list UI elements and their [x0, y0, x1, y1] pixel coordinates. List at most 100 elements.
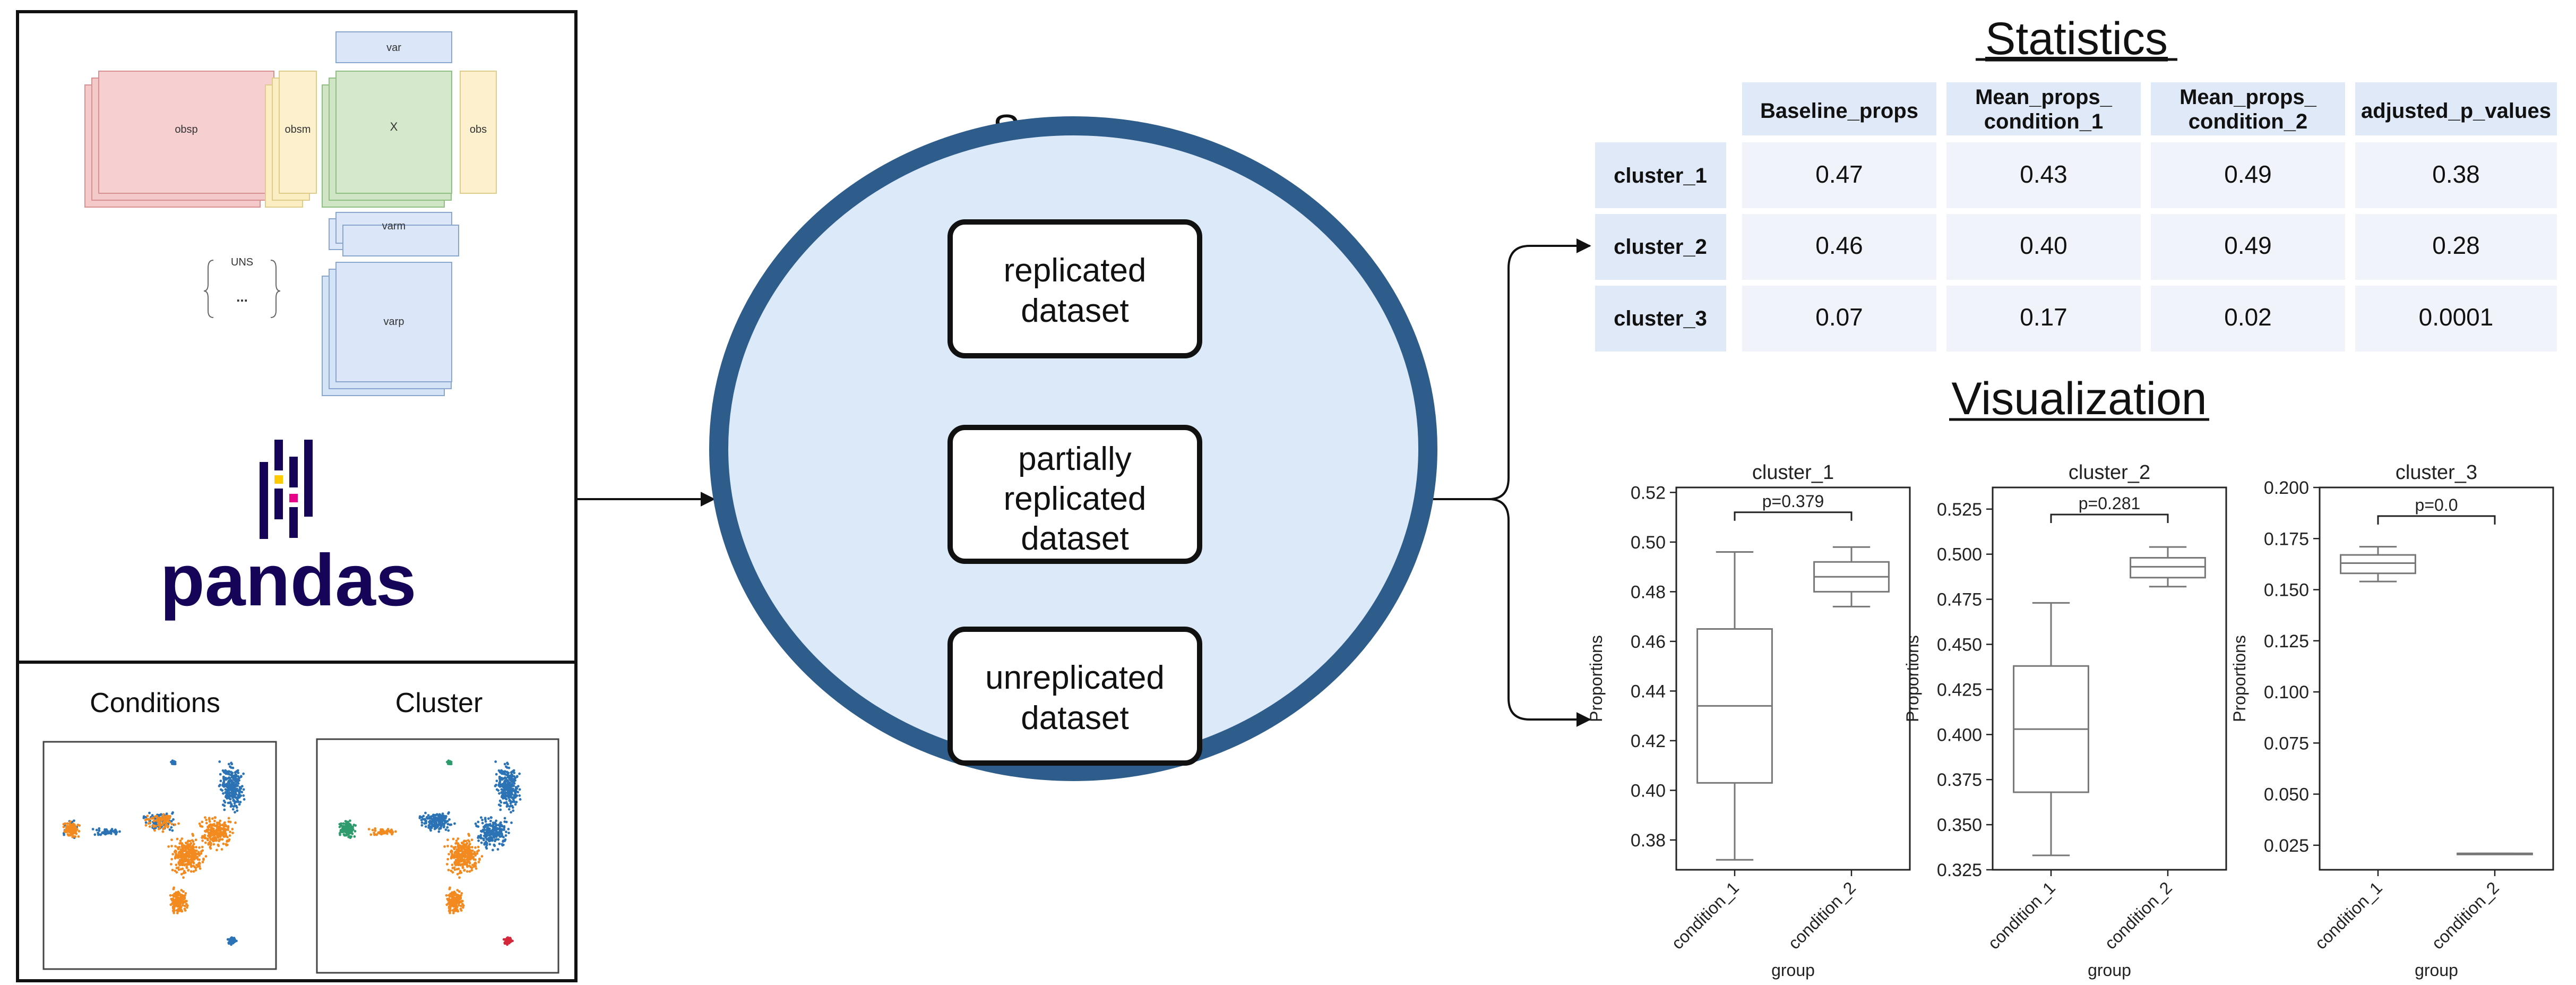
varp-label: varp [384, 316, 404, 328]
box-condition_1 [2013, 602, 2089, 856]
dataset-box-line: unreplicated [985, 659, 1165, 696]
plot-frame [1992, 486, 2227, 871]
y-tick-label: 0.350 [1937, 815, 1982, 835]
anndata-schematic: var obsp obsm X obs varm [84, 31, 497, 396]
y-axis-label: Proportions [1587, 635, 1606, 722]
dataset-box-line: dataset [1021, 520, 1128, 557]
boxplot-1: cluster_10.380.400.420.440.460.480.500.5… [1587, 461, 1911, 980]
obsm-box [279, 71, 317, 194]
y-tick-label: 0.48 [1631, 582, 1666, 602]
stats-header: condition_1 [1984, 110, 2103, 133]
dataset-box-partially-replicated: partially replicated dataset [947, 425, 1202, 564]
boxplot-3: cluster_3 0.025 0.050 0.075 0.100 0.125 0.150 0… [2230, 461, 2554, 980]
y-tick-label: 0.475 [1937, 590, 1982, 610]
plot-title: cluster_3 [2396, 461, 2477, 484]
x-axis-label: group [2415, 961, 2458, 980]
obs-label: obs [470, 124, 487, 135]
y-tick-label: 0.375 [1937, 770, 1982, 790]
y-tick-label: 0.400 [1937, 725, 1982, 745]
visualization-title: Visualization [1951, 373, 2207, 424]
pandas-wordmark: pandas [160, 539, 416, 621]
stats-cell: 0.38 [2432, 160, 2480, 188]
stats-row-cluster-1: cluster_1 0.47 0.43 0.49 0.38 [1595, 142, 2557, 208]
stats-cell: 0.17 [2020, 303, 2067, 331]
box-condition_1 [2340, 546, 2416, 583]
iqr-box [2130, 556, 2206, 579]
y-tick-label: 0.44 [1631, 681, 1666, 701]
y-tick-label: 0.025 [2264, 836, 2309, 856]
boxplot-2: cluster_20.3250.3500.3750.4000.4250.4500… [1903, 461, 2227, 980]
y-tick-label: 0.100 [2264, 682, 2309, 703]
dataset-box-replicated: replicated dataset [947, 219, 1202, 358]
dataset-box-line: partially [1018, 441, 1132, 477]
y-tick-label: 0.200 [2264, 478, 2309, 498]
significance-bracket [2377, 515, 2496, 525]
conditions-umap-points [62, 759, 246, 946]
y-tick-label: 0.46 [1631, 632, 1666, 652]
cluster-umap [316, 738, 559, 974]
y-tick-label: 0.525 [1937, 500, 1982, 520]
obsp-box [98, 71, 274, 194]
stats-header: Mean_props_ [1975, 85, 2113, 109]
stats-cell: 0.28 [2432, 232, 2480, 259]
obsm-label: obsm [285, 124, 311, 135]
x-tick-label: condition_1 [1668, 878, 1743, 953]
box-condition_2 [2130, 546, 2206, 588]
y-tick-label: 0.050 [2264, 785, 2309, 805]
significance-bracket [1734, 511, 1853, 521]
significance-bracket [2050, 513, 2169, 523]
dataset-box-line: replicated [1004, 481, 1147, 517]
box-condition_2 [2457, 852, 2533, 855]
x-tick-label: condition_1 [1984, 878, 2059, 953]
p-value-label: p=0.0 [2415, 495, 2458, 515]
x-tick-label: condition_2 [2101, 878, 2176, 953]
stats-row-label: cluster_2 [1614, 235, 1707, 259]
stats-cell: 0.0001 [2419, 303, 2494, 331]
box-condition_2 [1813, 546, 1890, 607]
var-label: var [386, 42, 401, 54]
y-tick-label: 0.125 [2264, 631, 2309, 652]
plot-frame [1675, 486, 1911, 871]
x-tick-label: condition_2 [1785, 878, 1859, 953]
uns-dots: ... [236, 289, 248, 305]
dataset-box-unreplicated: unreplicated dataset [947, 627, 1202, 766]
stats-header: adjusted_p_values [2361, 99, 2551, 123]
y-tick-label: 0.38 [1631, 830, 1666, 851]
y-tick-label: 0.075 [2264, 733, 2309, 753]
y-tick-label: 0.325 [1937, 860, 1982, 880]
stats-row-cluster-2: cluster_2 0.46 0.40 0.49 0.28 [1595, 214, 2557, 280]
pandas-bars-icon [260, 440, 313, 539]
iqr-box [2340, 554, 2416, 575]
x-matrix-box [335, 71, 452, 194]
dataset-box-line: dataset [1021, 700, 1128, 736]
stats-cell: 0.40 [2020, 232, 2067, 259]
stats-cell: 0.43 [2020, 160, 2067, 188]
statistics-title: Statistics [1985, 13, 2168, 64]
stats-header: condition_2 [2189, 110, 2307, 133]
varp-box [335, 262, 452, 382]
pandas-logo: pandas [160, 440, 417, 621]
p-value-label: p=0.379 [1762, 492, 1824, 511]
left-panel: var obsp obsm X obs varm [16, 10, 578, 982]
cluster-title: Cluster [395, 688, 483, 718]
p-value-label: p=0.281 [2079, 494, 2141, 513]
stats-cell: 0.49 [2224, 160, 2272, 188]
uns-block: UNS ... [203, 256, 281, 318]
y-tick-label: 0.425 [1937, 680, 1982, 700]
y-axis-label: Proportions [2230, 635, 2249, 722]
embedding-frame [16, 661, 578, 982]
stats-row-cluster-3: cluster_3 0.07 0.17 0.02 0.0001 [1595, 286, 2557, 352]
stats-header: Baseline_props [1760, 99, 1918, 123]
y-tick-label: 0.150 [2264, 580, 2309, 601]
output-arrows [1433, 238, 1591, 727]
dataset-box-line: dataset [1021, 293, 1128, 329]
stats-header-row: Baseline_props Mean_props_ condition_1 M… [1742, 82, 2557, 135]
stats-row-label: cluster_3 [1614, 307, 1707, 330]
stats-header: Mean_props_ [2179, 85, 2317, 109]
y-tick-label: 0.175 [2264, 529, 2309, 549]
varm-label: varm [382, 220, 406, 232]
y-tick-label: 0.42 [1631, 731, 1666, 751]
stats-cell: 0.49 [2224, 232, 2272, 259]
